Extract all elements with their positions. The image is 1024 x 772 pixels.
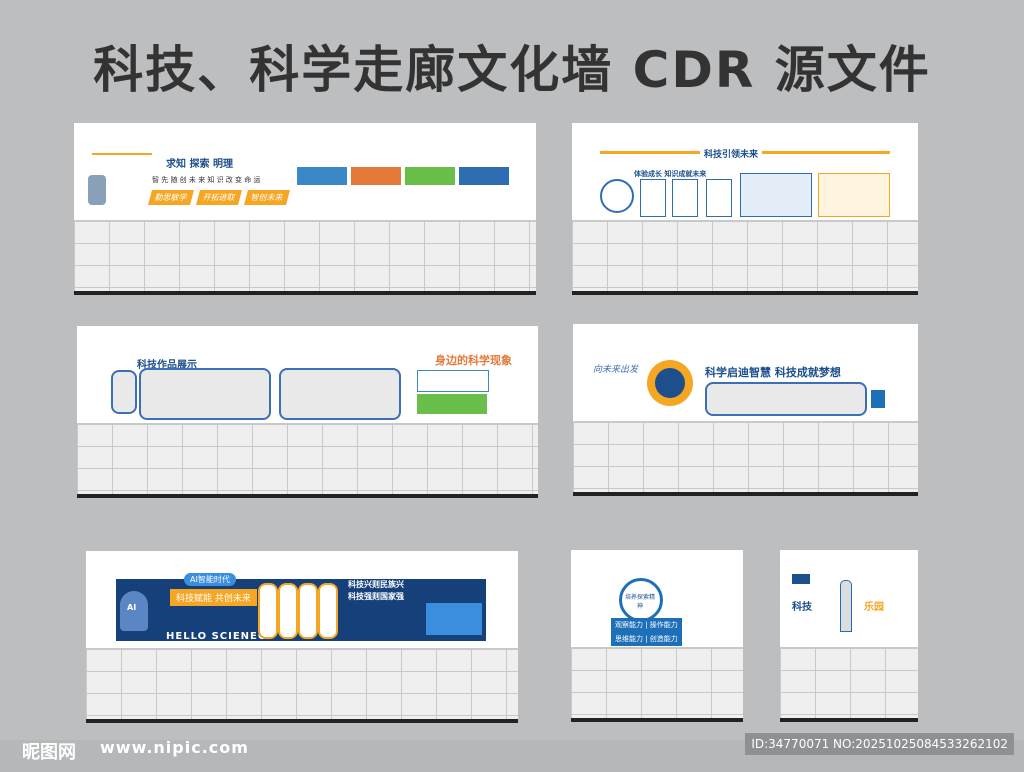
wall-5-pill-3 bbox=[298, 583, 318, 639]
wall-5-pill-2 bbox=[278, 583, 298, 639]
wall-3-frame-2 bbox=[139, 368, 271, 420]
wall-4-script: 向未来出发 bbox=[593, 365, 639, 375]
wall-2-card-1 bbox=[640, 179, 666, 217]
wall-5-slogan: 科技赋能 共创未来 bbox=[170, 589, 257, 606]
wall-7-right: 乐园 bbox=[864, 602, 884, 613]
wall-1-card-4 bbox=[459, 167, 509, 185]
wall-5-ai-label: AI bbox=[127, 603, 137, 612]
site-logo: 昵图网 bbox=[22, 742, 76, 763]
wall-1-line bbox=[92, 153, 152, 155]
robot-icon bbox=[88, 175, 106, 205]
wall-5-badge: AI智能时代 bbox=[184, 573, 236, 586]
wall-3-frame-1 bbox=[111, 370, 137, 414]
wall-3-frame-3 bbox=[279, 368, 401, 420]
wall-4-frame bbox=[705, 382, 867, 416]
wall-5-ai-head bbox=[120, 591, 148, 631]
wall-4: 向未来出发 科学启迪智慧 科技成就梦想 bbox=[573, 324, 918, 496]
wall-5: AI AI智能时代 科技赋能 共创未来 HELLO SCIENEC 科技兴则民族… bbox=[86, 551, 518, 723]
wall-6-tag-1: 观察能力 | 操作能力 bbox=[611, 618, 682, 632]
wall-5-quote-2: 科技强则国家强 bbox=[348, 592, 404, 601]
wall-1-button-2: 开拓进取 bbox=[195, 190, 243, 205]
site-url[interactable]: www.nipic.com bbox=[100, 738, 249, 757]
wall-5-pill-1 bbox=[258, 583, 278, 639]
wall-2-portrait-2 bbox=[818, 173, 890, 217]
satellite-icon bbox=[792, 574, 810, 584]
wall-3-info-2 bbox=[417, 394, 487, 414]
wall-7: 科技 乐园 bbox=[780, 550, 918, 722]
wall-2: 科技引领未来 体验成长 知识成就未来 bbox=[572, 123, 918, 295]
wall-6: 培养探索精神 观察能力 | 操作能力 思维能力 | 创造能力 bbox=[571, 550, 743, 722]
wall-6-center: 培养探索精神 bbox=[624, 594, 655, 610]
wall-1-button-1: 勤思敏学 bbox=[147, 190, 195, 205]
wall-1-card-1 bbox=[297, 167, 347, 185]
rocket-icon bbox=[840, 580, 852, 632]
wall-5-pill-4 bbox=[318, 583, 338, 639]
wall-2-card-3 bbox=[706, 179, 732, 217]
wall-1-button-3: 智创未来 bbox=[243, 190, 291, 205]
wall-2-portrait-1 bbox=[740, 173, 812, 217]
wall-4-side-tag bbox=[871, 390, 885, 408]
wall-5-hello: HELLO SCIENEC bbox=[166, 631, 267, 642]
wall-1: 求知 探索 明理 智 先 随 创 未 来 知 识 改 变 命 运 勤思敏学 开拓… bbox=[74, 123, 536, 295]
wall-3: 科技作品展示 身边的科学现象 bbox=[77, 326, 538, 498]
wall-7-left: 科技 bbox=[792, 602, 812, 613]
wall-5-quote-1: 科技兴则民族兴 bbox=[348, 580, 404, 589]
wall-4-headline: 科学启迪智慧 科技成就梦想 bbox=[705, 366, 841, 379]
wall-1-motto: 智 先 随 创 未 来 知 识 改 变 命 运 bbox=[152, 176, 261, 184]
wall-2-headline: 科技引领未来 bbox=[700, 147, 763, 160]
wall-2-card-2 bbox=[672, 179, 698, 217]
wall-1-card-2 bbox=[351, 167, 401, 185]
wall-3-info-1 bbox=[417, 370, 489, 392]
wall-2-sub: 体验成长 知识成就未来 bbox=[634, 170, 707, 178]
wall-1-card-3 bbox=[405, 167, 455, 185]
wall-3-headline: 科技作品展示 bbox=[137, 360, 197, 371]
wall-5-screen bbox=[426, 603, 482, 635]
wall-1-headline: 求知 探索 明理 bbox=[166, 159, 233, 170]
wall-2-circle bbox=[600, 179, 634, 213]
image-id: ID:34770071 NO:20251025084533262102 bbox=[745, 733, 1014, 755]
wall-4-globe bbox=[655, 368, 685, 398]
wall-6-tag-2: 思维能力 | 创造能力 bbox=[611, 632, 682, 646]
page-title: 科技、科学走廊文化墙 CDR 源文件 bbox=[93, 41, 931, 99]
wall-3-right-title: 身边的科学现象 bbox=[435, 354, 512, 367]
